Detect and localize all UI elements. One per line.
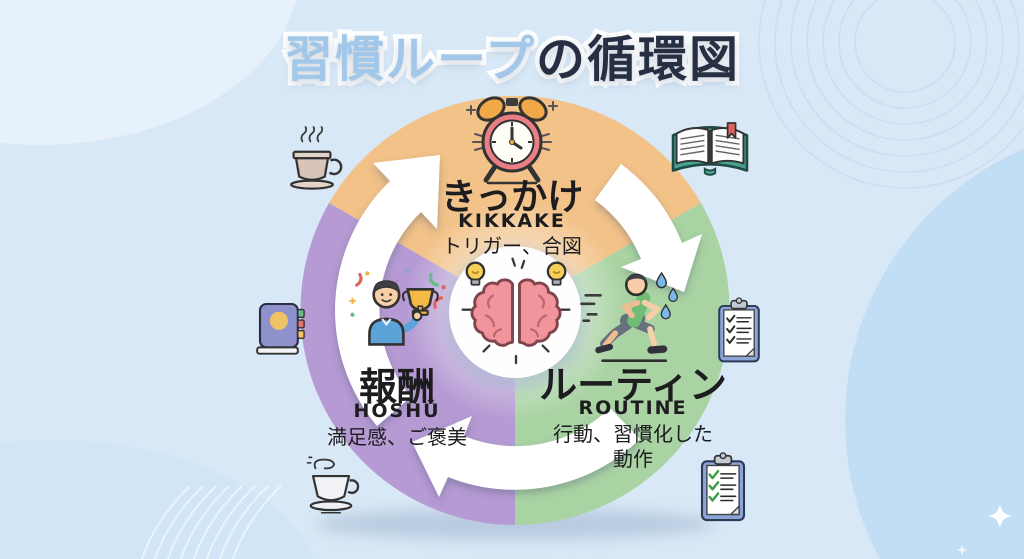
arrow-reward-to-cue-icon: [335, 155, 440, 426]
title-highlight: 習慣ループ: [279, 27, 538, 93]
back-arm: [621, 299, 641, 319]
cycle-arrows: [335, 155, 702, 497]
page-title: 習慣ループの循環図: [0, 20, 1024, 93]
cue-description: トリガー、合図: [442, 234, 582, 258]
reward-description: 満足感、ご褒美: [327, 425, 467, 449]
blob-bottom-left: [0, 440, 315, 559]
person-with-trophy-icon: [349, 269, 446, 346]
running-person-icon: [580, 271, 678, 362]
routine-label: ルーティン: [539, 354, 727, 409]
cue-subtitle: KIKKAKE: [458, 210, 566, 232]
coffee-cup-icon-2: [306, 456, 360, 514]
front-arm: [641, 299, 661, 321]
routine-description: 行動、習慣化した 動作: [553, 422, 713, 472]
curved-lines-decor: [141, 485, 282, 559]
clipboard-checklist-icon: [718, 297, 760, 363]
cue-label: きっかけ: [441, 168, 584, 220]
alarm-clock-icon: [466, 96, 558, 185]
lightbulb-left-icon: [465, 261, 486, 286]
brain-with-lightbulbs-icon: [461, 257, 571, 365]
blob-top-left: [0, 0, 297, 145]
coffee-cup-icon: [290, 126, 343, 190]
brain-icon: [470, 278, 562, 347]
arrow-cue-to-routine-icon: [595, 164, 702, 292]
lightbulb-right-icon: [546, 261, 567, 286]
cue-title: きっかけ: [440, 177, 584, 218]
sparkle-small-icon: [956, 544, 968, 556]
open-book-icon: [671, 122, 749, 176]
blob-right: [845, 148, 1024, 559]
routine-title: ルーティン: [539, 363, 727, 407]
reward-title: 報酬: [358, 365, 436, 409]
reward-subtitle: HŌSHŪ: [353, 400, 441, 422]
arrow-routine-to-reward-icon: [412, 408, 640, 497]
routine-subtitle: ROUTINE: [578, 397, 688, 419]
sparkle-icon: [987, 503, 1013, 529]
sweat-drops: [656, 271, 678, 320]
concentric-rings-decor: [758, 0, 1024, 189]
trophy-icon: [401, 287, 439, 316]
confetti: [349, 269, 446, 317]
center-circle: [449, 246, 581, 378]
title-rest: の循環図: [532, 27, 743, 93]
bookmark: [726, 122, 737, 139]
routine-description-line1: 行動、習慣化した: [553, 422, 713, 446]
clipboard-checklist-icon-2: [700, 452, 746, 522]
reward-label: 報酬: [359, 356, 435, 411]
notebook-icon: [256, 302, 305, 355]
routine-description-line2: 動作: [613, 447, 653, 471]
shirt: [368, 317, 405, 346]
